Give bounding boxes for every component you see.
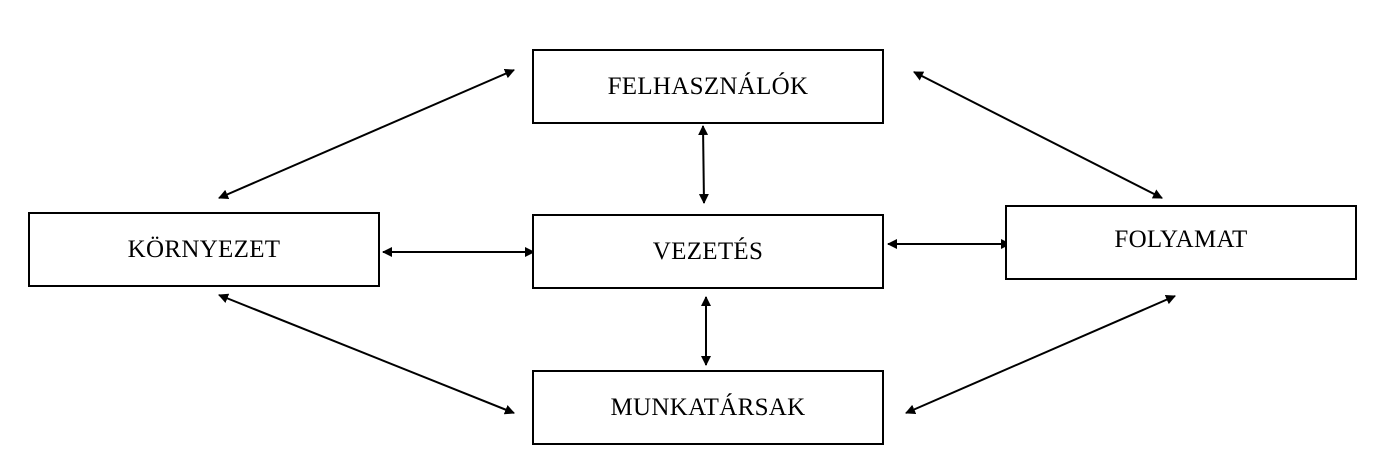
node-label: KÖRNYEZET [127,235,281,263]
node-vezetes: VEZETÉS [532,214,884,289]
node-label: FOLYAMAT [1114,225,1248,253]
node-label: FELHASZNÁLÓK [607,72,809,100]
arrow-felhasznalok-folyamat [913,71,1163,199]
node-label: VEZETÉS [652,237,764,265]
node-folyamat: FOLYAMAT [1005,205,1357,280]
arrow-felhasznalok-vezetes [698,125,709,204]
node-kornyezet: KÖRNYEZET [28,212,380,287]
arrow-kornyezet-munkatarsak [218,293,515,415]
arrow-kornyezet-felhasznalok [218,68,515,200]
node-munkatarsak: MUNKATÁRSAK [532,370,884,445]
arrow-munkatarsak-folyamat [905,295,1176,414]
node-label: MUNKATÁRSAK [610,393,806,421]
node-felhasznalok: FELHASZNÁLÓK [532,49,884,124]
